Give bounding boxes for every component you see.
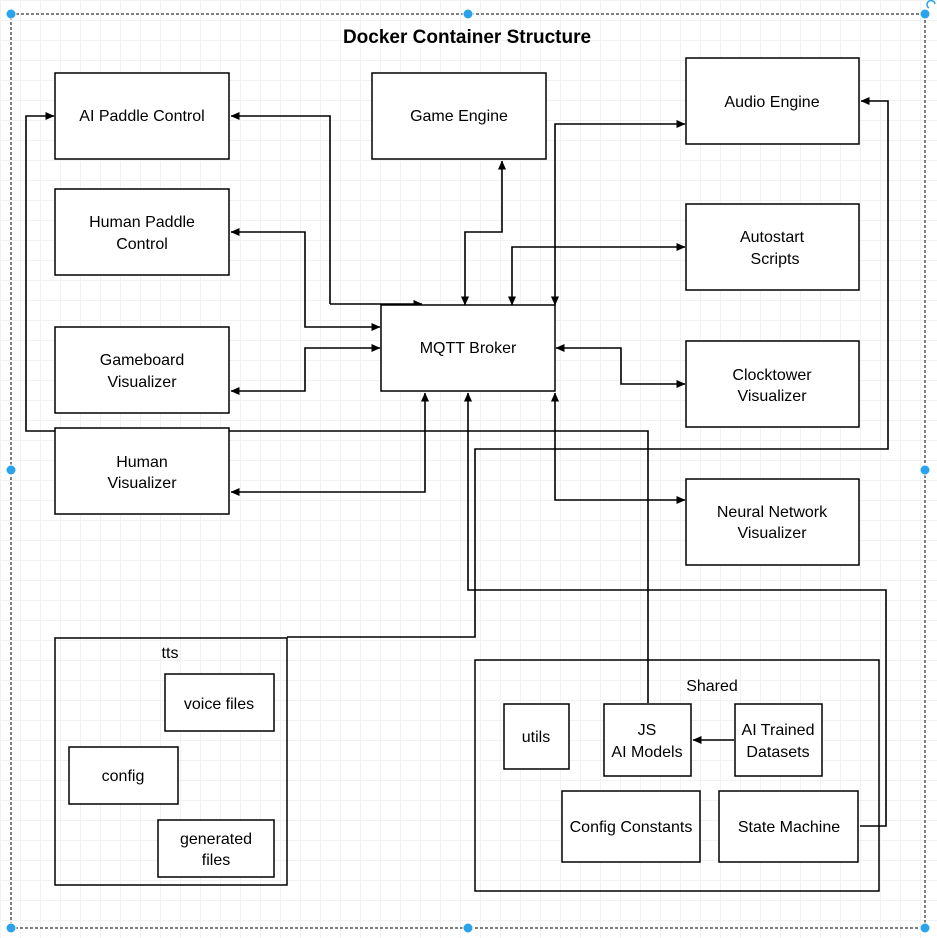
edge-mqtt-autostart [507,242,686,306]
resize-handle-top-left [5,8,17,20]
node-config-constants[interactable]: Config Constants [561,790,701,863]
shared-label: Shared [686,678,738,695]
node-ai-paddle-control[interactable]: AI Paddle Control [54,72,230,160]
edge-js-models-ai-paddle [25,111,649,703]
edge-tts-audio-engine [287,96,889,638]
svg-text:config: config [102,768,145,785]
node-js-ai-models[interactable]: JS AI Models [603,703,692,777]
svg-text:AI Trained: AI Trained [742,722,815,739]
svg-text:Visualizer: Visualizer [107,374,177,391]
resize-handle-top-right [919,8,931,20]
rotate-handle-icon[interactable] [926,0,936,9]
node-generated-files[interactable]: generated files [157,819,275,878]
svg-text:JS: JS [638,722,657,739]
resize-handle-bottom-left [5,922,17,934]
node-game-engine[interactable]: Game Engine [371,72,547,160]
edge-mqtt-audio-engine [550,119,686,306]
svg-text:files: files [202,852,230,869]
svg-text:Game Engine: Game Engine [410,108,508,125]
svg-text:MQTT Broker: MQTT Broker [420,340,517,357]
svg-text:Human: Human [116,454,168,471]
svg-text:Human Paddle: Human Paddle [89,214,195,231]
svg-text:Clocktower: Clocktower [732,367,812,384]
edge-state-machine-mqtt [463,392,887,827]
edge-mqtt-neural [550,392,686,505]
edge-mqtt-ai-paddle [230,111,331,304]
tts-container[interactable] [54,637,288,886]
node-state-machine[interactable]: State Machine [718,790,859,863]
node-audio-engine[interactable]: Audio Engine [685,57,860,145]
node-clocktower-visualizer[interactable]: Clocktower Visualizer [685,340,860,428]
node-neural-network-visualizer[interactable]: Neural Network Visualizer [685,478,860,566]
node-autostart-scripts[interactable]: Autostart Scripts [685,203,860,291]
svg-text:Audio Engine: Audio Engine [724,94,819,111]
svg-text:Gameboard: Gameboard [100,352,185,369]
node-human-paddle-control[interactable]: Human Paddle Control [54,188,230,276]
edge-mqtt-clocktower [555,343,686,389]
svg-text:Neural Network: Neural Network [717,504,828,521]
resize-handle-top [462,8,474,20]
resize-handle-bottom [462,922,474,934]
resize-handle-bottom-right [919,922,931,934]
svg-text:voice files: voice files [184,696,254,713]
svg-text:State Machine: State Machine [738,819,840,836]
svg-text:Visualizer: Visualizer [107,475,177,492]
svg-text:Visualizer: Visualizer [737,388,807,405]
node-config[interactable]: config [68,746,179,805]
edge-gameboard-mqtt [230,343,381,396]
selection-handles[interactable] [5,0,936,934]
shared-container[interactable] [474,659,880,892]
node-human-visualizer[interactable]: Human Visualizer [54,427,230,515]
svg-text:AI Models: AI Models [611,744,682,761]
svg-text:Scripts: Scripts [751,251,800,268]
tts-label: tts [162,645,179,662]
node-mqtt-broker[interactable]: MQTT Broker [380,304,556,392]
svg-text:Datasets: Datasets [746,744,809,761]
svg-text:Visualizer: Visualizer [737,525,807,542]
svg-text:Control: Control [116,236,168,253]
resize-handle-right [919,464,931,476]
node-utils[interactable]: utils [503,703,570,770]
svg-text:utils: utils [522,729,550,746]
connectors [25,96,889,827]
svg-text:Config Constants: Config Constants [570,819,693,836]
edge-mqtt-game-engine [460,160,507,306]
resize-handle-left [5,464,17,476]
svg-text:Autostart: Autostart [740,229,805,246]
diagram-title: Docker Container Structure [343,27,591,48]
node-gameboard-visualizer[interactable]: Gameboard Visualizer [54,326,230,414]
edge-human-vis-mqtt [230,392,430,497]
svg-text:AI Paddle Control: AI Paddle Control [79,108,204,125]
node-voice-files[interactable]: voice files [164,673,275,732]
svg-text:generated: generated [180,831,252,848]
edge-human-paddle-mqtt [230,227,381,332]
node-ai-trained-datasets[interactable]: AI Trained Datasets [734,703,823,777]
